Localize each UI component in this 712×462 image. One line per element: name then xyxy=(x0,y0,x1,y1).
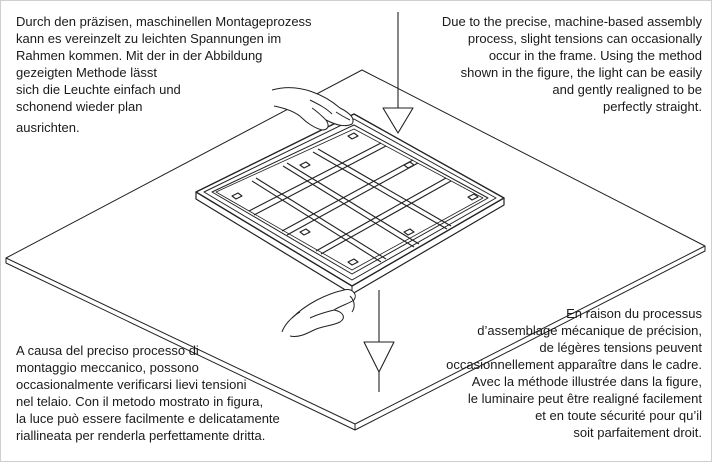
text-line: A causa del preciso processo di xyxy=(16,343,199,358)
text-line: le luminaire peut être realigné facileme… xyxy=(467,391,702,406)
text-line: gezeigten Methode lässt xyxy=(16,65,157,80)
text-line: En raison du processus xyxy=(566,306,702,321)
hand-icon xyxy=(281,289,356,337)
text-line: perfectly straight. xyxy=(603,99,702,114)
instruction-text-fr: En raison du processus d’assemblage méca… xyxy=(446,305,702,441)
text-line: occasionnellement apparaître dans le cad… xyxy=(446,357,702,372)
arrow-down-icon xyxy=(382,12,414,134)
text-line: soit parfaitement droit. xyxy=(573,425,702,440)
text-line: montaggio meccanico, possono xyxy=(16,360,199,375)
text-line: Due to the precise, machine-based assemb… xyxy=(441,14,702,29)
text-line: sich die Leuchte einfach und xyxy=(16,82,181,97)
text-line: schonend wieder plan xyxy=(16,99,143,114)
text-line: occasionalmente verificarsi lievi tensio… xyxy=(16,377,247,392)
text-line: nel telaio. Con il metodo mostrato in fi… xyxy=(16,394,264,409)
text-line: de légères tensions peuvent xyxy=(539,340,702,355)
instruction-text-de: Durch den präzisen, maschinellen Montage… xyxy=(16,13,312,136)
text-line: et en toute sécurité pour qu’il xyxy=(535,408,702,423)
text-line: shown in the figure, the light can be ea… xyxy=(460,65,702,80)
text-line: la luce può essere facilmente e delicata… xyxy=(16,411,280,426)
luminaire-grid xyxy=(231,132,479,266)
text-line: d’assemblage mécanique de précision, xyxy=(477,323,702,338)
text-line: and gently realigned to be xyxy=(552,82,702,97)
text-line: Rahmen kommen. Mit der in der Abbildung xyxy=(16,48,263,63)
text-line: process, slight tensions can occasionall… xyxy=(467,31,702,46)
arrow-down-icon xyxy=(363,290,395,392)
text-line: riallineata per renderla perfettamente d… xyxy=(16,428,266,443)
text-line: Avec la méthode illustrée dans la figure… xyxy=(471,374,702,389)
instruction-text-it: A causa del preciso processo di montaggi… xyxy=(16,342,280,444)
text-line: kann es vereinzelt zu leichten Spannunge… xyxy=(16,31,282,46)
text-line: ausrichten. xyxy=(16,120,80,135)
text-line: Durch den präzisen, maschinellen Montage… xyxy=(16,14,312,29)
hand-icon xyxy=(271,87,354,131)
instruction-text-en: Due to the precise, machine-based assemb… xyxy=(442,13,702,115)
text-line: occur in the frame. Using the method xyxy=(488,48,702,63)
